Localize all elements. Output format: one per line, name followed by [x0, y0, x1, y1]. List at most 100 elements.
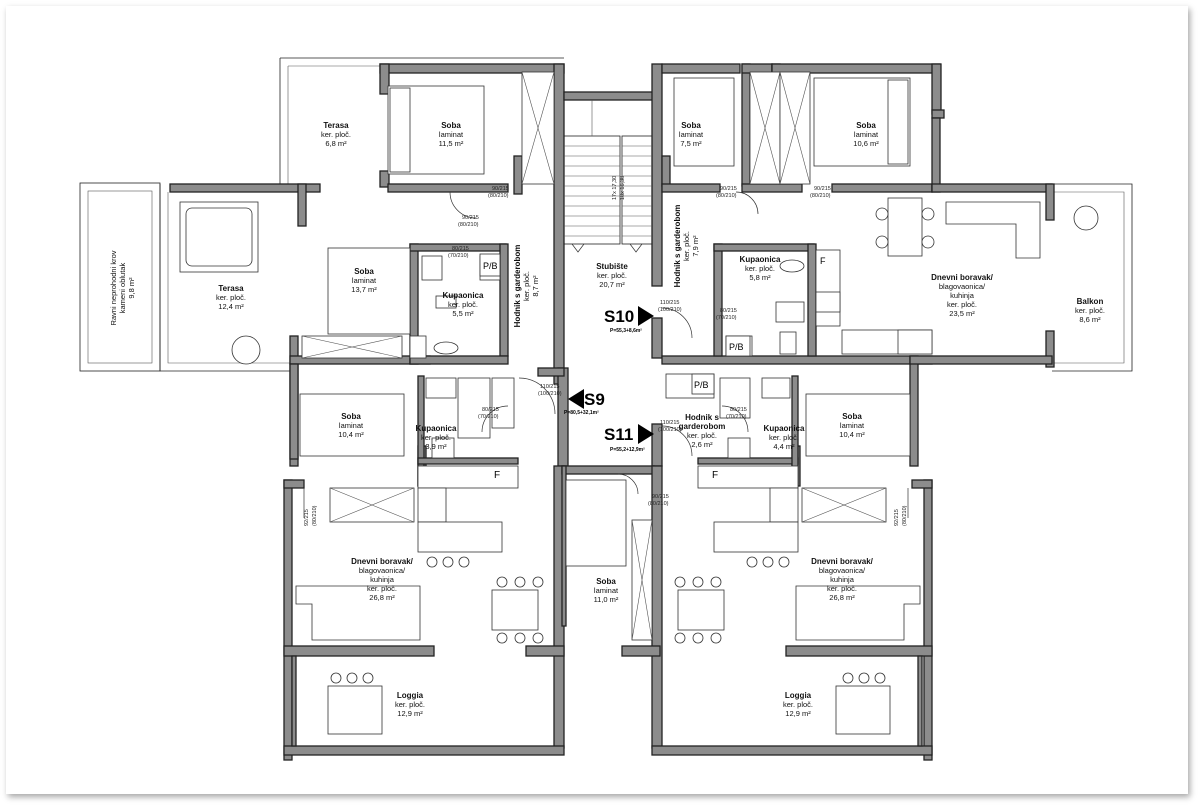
dining-table-icon: [887, 197, 923, 257]
svg-text:laminat: laminat: [854, 130, 879, 139]
svg-text:90/215: 90/215: [462, 215, 479, 221]
room-name: Soba: [441, 121, 461, 130]
pb-symbol-1: P/B: [483, 261, 498, 271]
svg-text:12,9 m²: 12,9 m²: [785, 709, 811, 718]
svg-text:26,8 m²: 26,8 m²: [829, 593, 855, 602]
svg-text:10,4 m²: 10,4 m²: [338, 430, 364, 439]
svg-text:ker. ploč.: ker. ploč.: [783, 700, 813, 709]
svg-text:12,9 m²: 12,9 m²: [397, 709, 423, 718]
svg-text:80/215: 80/215: [482, 407, 499, 413]
hodnik-right-mid-name: Hodnik s: [685, 413, 719, 422]
sofa-icon: [945, 201, 1041, 259]
dining-table-icon-5: [835, 685, 891, 735]
svg-text:13,7 m²: 13,7 m²: [351, 285, 377, 294]
furniture: [179, 71, 1099, 735]
svg-text:80/215: 80/215: [452, 246, 469, 252]
svg-text:80/215: 80/215: [730, 407, 747, 413]
bed-icon-6: [565, 479, 627, 567]
bed-icon-4: [327, 247, 411, 335]
room-name: Soba: [354, 267, 374, 276]
svg-text:(80/210): (80/210): [458, 222, 479, 228]
svg-text:blagovaonica/: blagovaonica/: [359, 566, 406, 575]
svg-text:ker. ploč.: ker. ploč.: [448, 300, 478, 309]
svg-text:9,8 m²: 9,8 m²: [127, 277, 136, 299]
svg-text:20,7 m²: 20,7 m²: [599, 280, 625, 289]
sofa-icon-3: [795, 585, 921, 641]
svg-text:(70/210): (70/210): [726, 414, 747, 420]
svg-text:3,9 m²: 3,9 m²: [425, 442, 447, 451]
svg-text:10,4 m²: 10,4 m²: [839, 430, 865, 439]
door-labels: 90/215 (80/210) 90/215 (80/210) 80/215 (…: [304, 186, 908, 526]
svg-text:(80/210): (80/210): [488, 193, 509, 199]
svg-text:laminat: laminat: [439, 130, 464, 139]
svg-text:(100/210): (100/210): [658, 427, 682, 433]
svg-text:ker. ploč.: ker. ploč.: [321, 130, 351, 139]
room-name: Kupaonica: [416, 424, 457, 433]
drawing-sheet: 17x 17,30 18x 16,38: [6, 6, 1188, 794]
svg-text:5,5 m²: 5,5 m²: [452, 309, 474, 318]
svg-text:ker. ploč.: ker. ploč.: [1075, 306, 1105, 315]
svg-text:90/215: 90/215: [492, 186, 509, 192]
svg-text:ker. ploč.: ker. ploč.: [682, 231, 691, 261]
svg-text:(70/210): (70/210): [478, 414, 499, 420]
arrow-icon-3: [638, 424, 654, 444]
hodnik-right-top-name: Hodnik s garderobom: [673, 205, 682, 288]
svg-text:laminat: laminat: [352, 276, 377, 285]
unit-s10-label: S10: [604, 307, 634, 326]
svg-text:8,6 m²: 8,6 m²: [1079, 315, 1101, 324]
svg-text:23,5 m²: 23,5 m²: [949, 309, 975, 318]
svg-text:ker. ploč.: ker. ploč.: [687, 431, 717, 440]
room-name: Kupaonica: [740, 255, 781, 264]
fridge-symbol-1: F: [820, 256, 826, 266]
room-name: Dnevni boravak/: [931, 273, 994, 282]
svg-text:laminat: laminat: [594, 586, 619, 595]
room-name: Soba: [341, 412, 361, 421]
svg-text:11,5 m²: 11,5 m²: [439, 139, 464, 148]
svg-text:garderobom: garderobom: [679, 422, 726, 431]
svg-text:(100/210): (100/210): [658, 307, 682, 313]
stairs-dim-b: 18x 16,38: [620, 176, 626, 200]
dining-table-icon-2: [491, 589, 539, 631]
svg-text:90/215: 90/215: [720, 186, 737, 192]
room-labels: Terasa ker. ploč. 6,8 m² Soba laminat 11…: [109, 121, 1105, 718]
pb-symbol-2: P/B: [729, 342, 744, 352]
unit-markers: S10 P=55,3+8,6m² S9 P=80,5+32,1m² S11 P=…: [564, 306, 654, 453]
svg-text:7,5 m²: 7,5 m²: [680, 139, 702, 148]
stairs-dim-a: 17x 17,30: [612, 176, 618, 200]
kitchen-island-icon: [417, 521, 503, 553]
room-name: Kupaonica: [443, 291, 484, 300]
svg-text:ker. ploč.: ker. ploč.: [421, 433, 451, 442]
svg-text:ker. ploč.: ker. ploč.: [597, 271, 627, 280]
arrow-icon-2: [568, 389, 584, 409]
svg-text:92/215: 92/215: [304, 509, 310, 526]
svg-text:laminat: laminat: [679, 130, 704, 139]
svg-text:110/215: 110/215: [540, 384, 559, 390]
pb-symbol-3: P/B: [694, 380, 709, 390]
room-name: Loggia: [397, 691, 424, 700]
svg-text:80/215: 80/215: [720, 308, 737, 314]
arrow-icon: [638, 306, 654, 326]
floor-plan: 17x 17,30 18x 16,38: [79, 57, 1133, 761]
roof-label: Ravni neprohodni krov: [109, 250, 118, 325]
room-name: Terasa: [218, 284, 244, 293]
dining-table-icon-3: [327, 685, 383, 735]
svg-text:11,0 m²: 11,0 m²: [594, 595, 619, 604]
svg-text:(80/210): (80/210): [312, 505, 318, 526]
unit-s9-label: S9: [584, 390, 605, 409]
staircase: 17x 17,30 18x 16,38: [563, 100, 653, 253]
symbols: P/B P/B P/B F F F: [479, 253, 826, 481]
room-name: Soba: [596, 577, 616, 586]
svg-text:blagovaonica/: blagovaonica/: [819, 566, 866, 575]
svg-text:ker. ploč.: ker. ploč.: [395, 700, 425, 709]
room-name: Soba: [856, 121, 876, 130]
svg-text:90/215: 90/215: [814, 186, 831, 192]
svg-text:blagovaonica/: blagovaonica/: [939, 282, 986, 291]
svg-text:laminat: laminat: [840, 421, 865, 430]
kitchen-island-icon-2: [713, 521, 799, 553]
room-name: Kupaonica: [764, 424, 805, 433]
bed-icon-3: [673, 77, 735, 167]
svg-text:2,6 m²: 2,6 m²: [691, 440, 713, 449]
svg-text:ker. ploč.: ker. ploč.: [522, 271, 531, 301]
svg-text:(70/210): (70/210): [716, 315, 737, 321]
room-name: Terasa: [323, 121, 349, 130]
